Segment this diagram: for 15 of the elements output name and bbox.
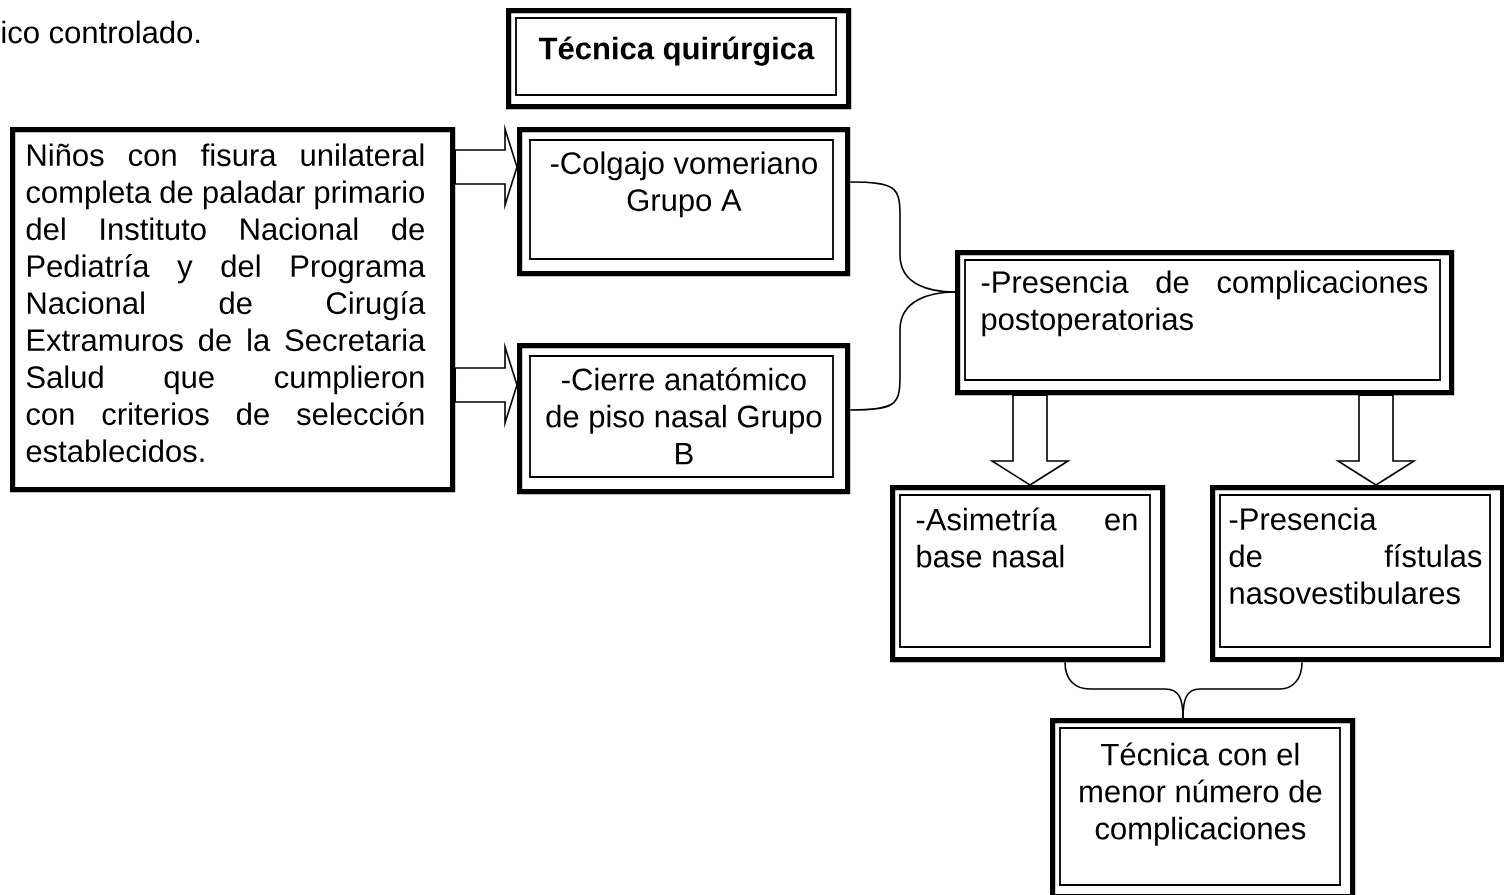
process-box: -Presencia de complicaciones postoperatorias	[955, 250, 1455, 396]
block-arrow	[989, 394, 1071, 486]
block-arrow	[454, 123, 518, 211]
process-box: Niños con fisura unilateral completa de paladar primario del Instituto Nacional de Pediatría y del Programa Nacional de Cirugía Extramuros de la Secretaria Salud que cumplieron con criterios de selección establecidos.	[10, 127, 456, 493]
process-box: -Presencia de fístulas nasovestibulares	[1210, 485, 1504, 663]
process-box: -Asimetría en base nasal	[890, 485, 1166, 663]
block-arrow	[1335, 394, 1417, 486]
process-box: -Cierre anatómico de piso nasal Grupo B	[517, 343, 851, 495]
process-box: -Colgajo vomeriano Grupo A	[517, 127, 851, 277]
note-text: ico controlado.	[2, 20, 200, 44]
block-arrow	[454, 341, 518, 429]
connector-line	[849, 291, 956, 411]
connector-line	[1182, 661, 1303, 719]
process-box: Técnica con el menor número de complicaciones	[1050, 718, 1356, 895]
title-box: Técnica quirúrgica	[506, 8, 852, 110]
